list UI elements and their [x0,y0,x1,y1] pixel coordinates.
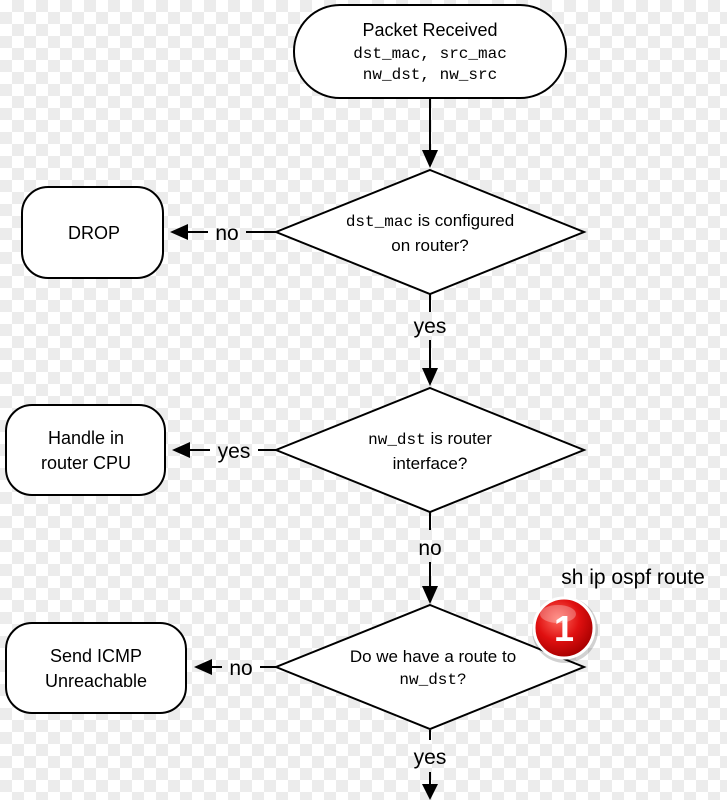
annotation-text: sh ip ospf route [561,566,705,589]
connector-d2-to-d3 [422,512,438,604]
edge-label-d1-no: no [215,222,238,245]
edge-label-d2-yes: yes [218,440,251,463]
drop-label: DROP [68,223,120,243]
decision2-line1: nw_dst is router [368,429,492,449]
connector-d1-no-to-drop [170,224,276,240]
start-label-line3: nw_dst, nw_src [363,66,497,84]
annotation-badge-number: 1 [554,608,574,649]
start-label-line1: Packet Received [362,20,497,40]
decision3-line1: Do we have a route to [350,647,516,666]
drop-node: DROP [21,186,164,279]
connector-d3-yes-down [422,730,438,800]
connector-start-to-d1 [422,98,438,168]
decision-route-to-nw-dst: Do we have a route to nw_dst? [273,603,587,731]
annotation-badge: 1 [532,596,598,663]
cpu-node: Handle in router CPU [5,404,166,496]
icmp-label-line1: Send ICMP [50,646,142,666]
icmp-label-line2: Unreachable [45,671,147,691]
edge-label-d1-yes: yes [414,315,447,338]
edge-label-d3-yes: yes [414,746,447,769]
cpu-label-line1: Handle in [48,428,124,448]
decision2-line2: interface? [393,454,468,473]
cpu-label-line2: router CPU [41,453,131,473]
start-label-line2: dst_mac, src_mac [353,45,507,63]
connector-d2-yes-to-cpu [172,442,276,458]
connector-d1-to-d2 [422,294,438,386]
icmp-node: Send ICMP Unreachable [5,622,187,714]
edge-label-d2-no: no [418,537,441,560]
decision1-line1: dst_mac is configured [346,211,514,231]
decision3-line2: nw_dst? [399,671,466,689]
decision1-line2: on router? [391,236,469,255]
decision-dst-mac-configured: dst_mac is configured on router? [273,168,587,296]
start-node: Packet Received dst_mac, src_mac nw_dst,… [293,4,567,99]
edge-label-d3-no: no [229,657,252,680]
decision-nw-dst-router-interface: nw_dst is router interface? [273,386,587,514]
